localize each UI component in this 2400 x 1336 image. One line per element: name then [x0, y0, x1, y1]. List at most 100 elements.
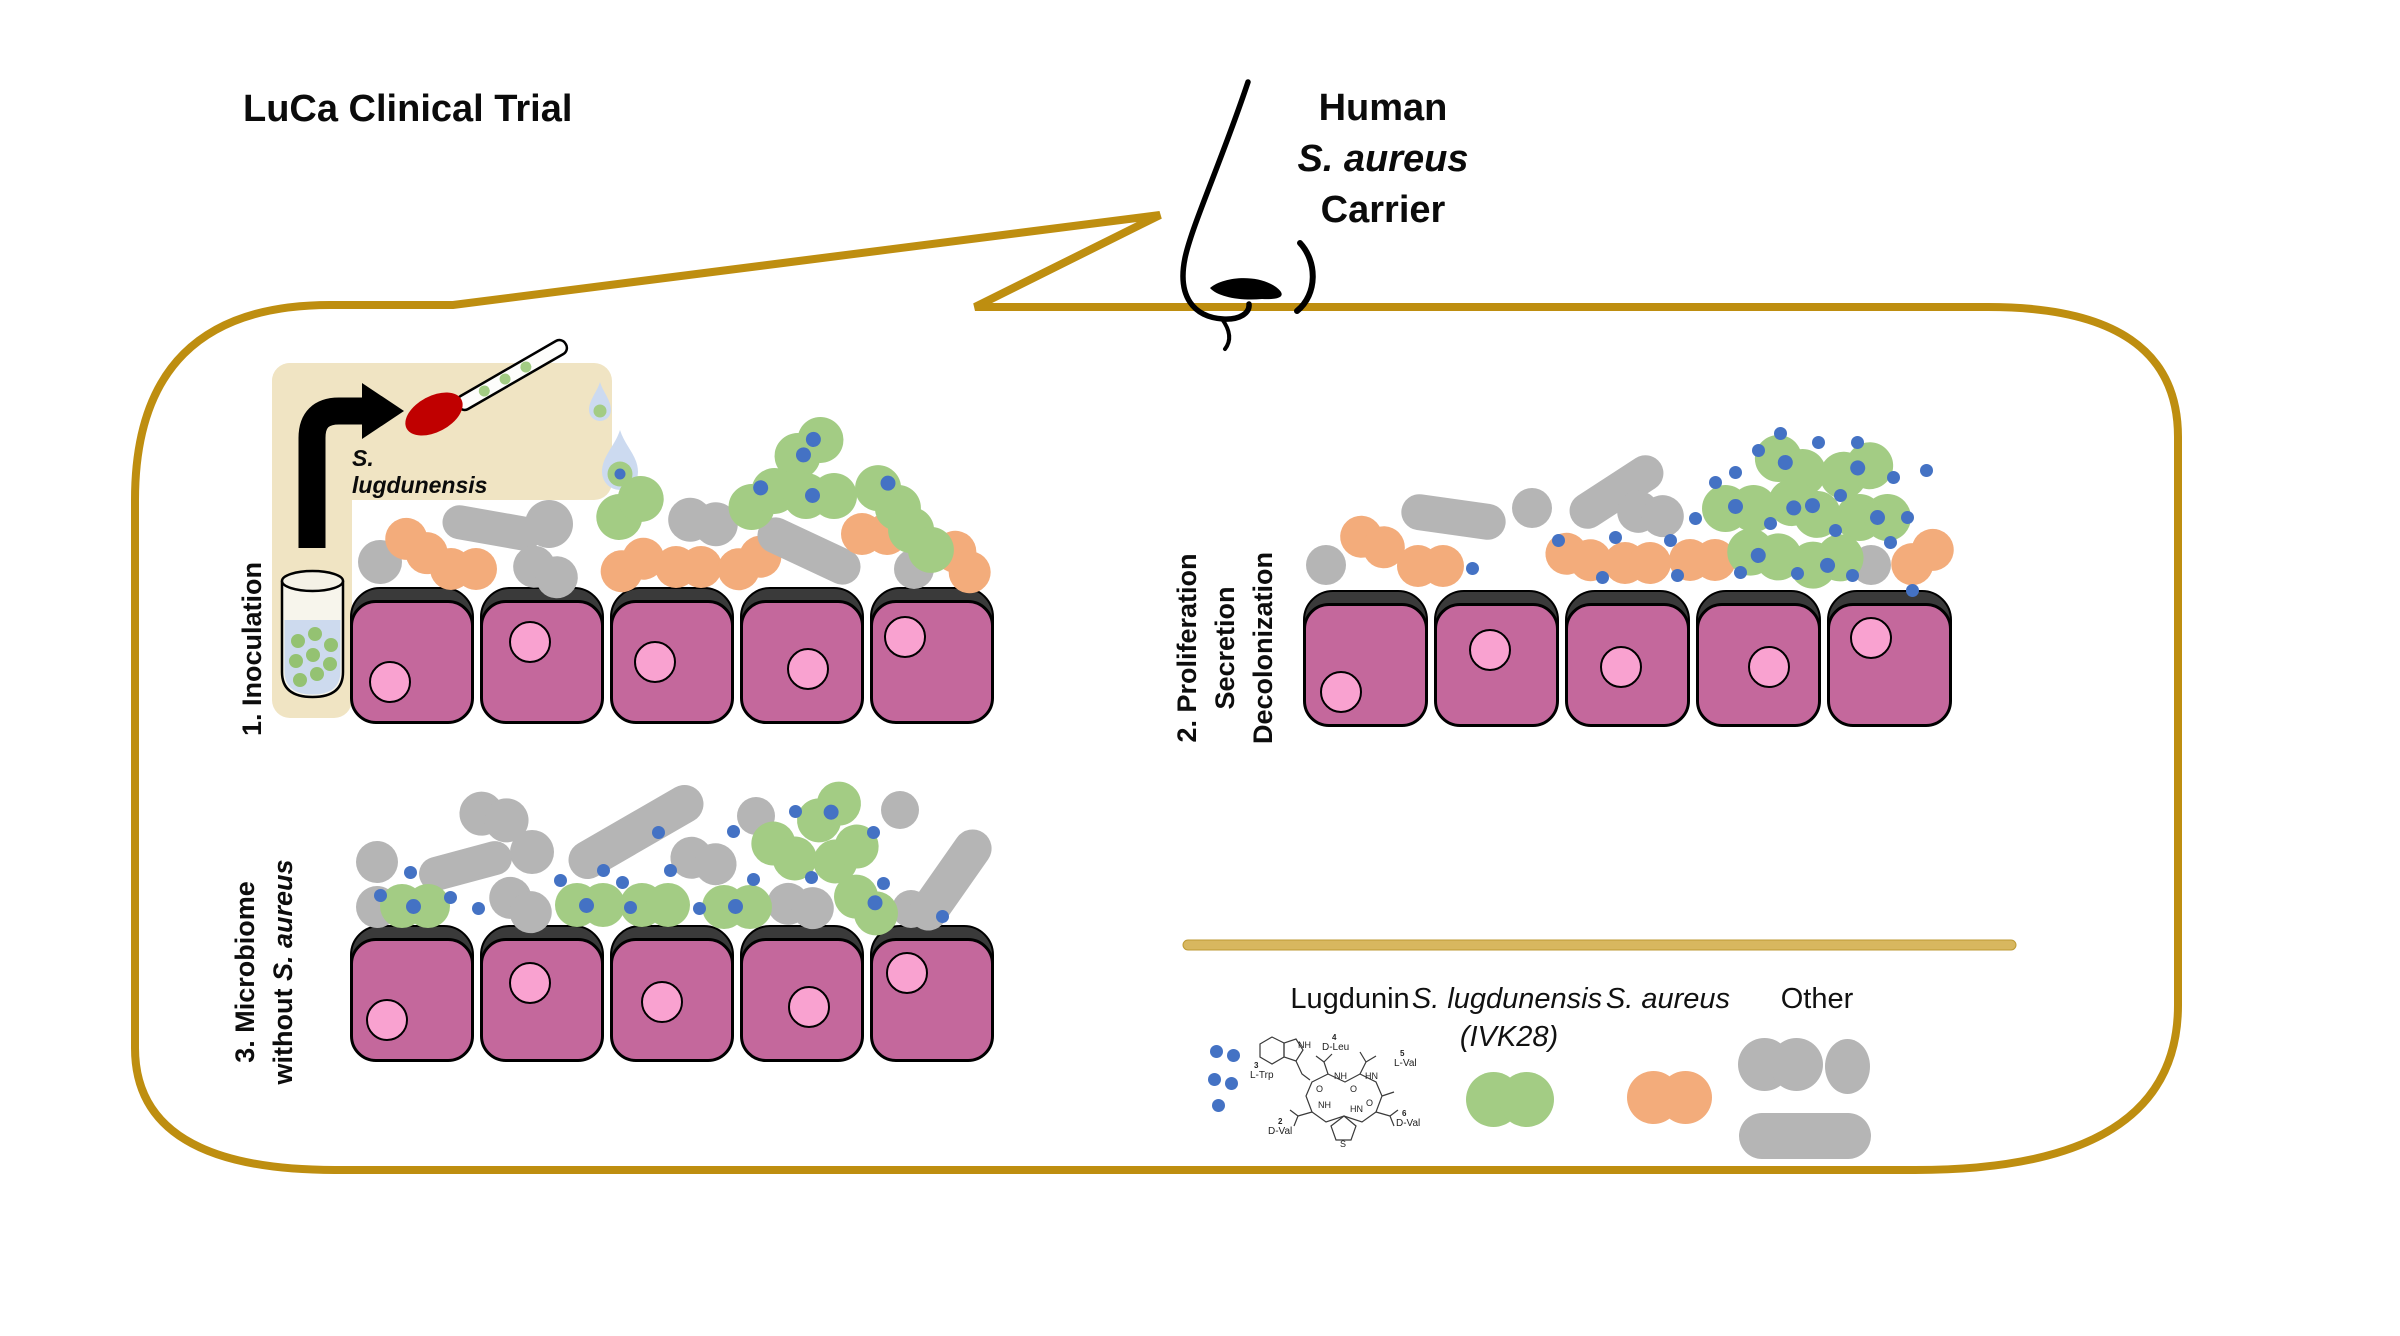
legend-label-s-aureus: S. aureus — [1605, 983, 1731, 1015]
panel3-label: 3. Microbiome without S. aureus — [226, 762, 302, 1182]
bacterium-orange-diplococcus — [1396, 545, 1464, 587]
lugdunin-dot — [727, 898, 743, 914]
lugdunin-dot — [1886, 470, 1900, 484]
inset-species-label: S. lugdunensis — [352, 445, 488, 498]
panel2-label: 2. Proliferation Secretion Decolonizatio… — [1168, 438, 1282, 858]
panel2-label-line2: Secretion — [1210, 586, 1240, 710]
lugdunin-dot — [1845, 568, 1859, 582]
epithelial-cell — [1827, 603, 1952, 727]
bacterium-gray-coccus — [356, 841, 398, 883]
cell-nucleus — [787, 648, 830, 691]
lugdunin-dot — [1226, 1048, 1240, 1062]
lugdunin-dot — [578, 897, 594, 913]
panel3-label-line2: without S. aureus — [268, 859, 298, 1085]
bacterium-green-diplococcus — [380, 884, 450, 928]
bacterium-gray-coccus — [510, 830, 554, 874]
diplococcus-lobe — [646, 883, 690, 927]
epithelial-cell — [480, 600, 604, 724]
bacterium-gray-coccus — [1824, 1038, 1870, 1094]
lugdunin-dot — [1207, 1072, 1221, 1086]
bacterium-green-diplococcus — [1701, 484, 1777, 532]
bacterium-green-diplococcus — [702, 885, 772, 929]
lugdunin-dot — [1790, 566, 1804, 580]
svg-text:3: 3 — [1254, 1061, 1259, 1070]
cell-nucleus — [886, 951, 929, 994]
svg-text:O: O — [1350, 1084, 1357, 1094]
lugdunin-dot — [1595, 570, 1609, 584]
svg-text:D-Leu: D-Leu — [1322, 1042, 1349, 1053]
lugdunin-dot — [1211, 1098, 1225, 1112]
figure-title: LuCa Clinical Trial — [243, 88, 573, 130]
svg-text:D-Val: D-Val — [1268, 1126, 1292, 1137]
lugdunin-dot — [1733, 565, 1747, 579]
panel2-label-line3: Decolonization — [1248, 552, 1278, 745]
lugdunin-dot — [804, 487, 820, 503]
legend-separator — [1182, 939, 2017, 951]
diplococcus-lobe — [1658, 1070, 1712, 1124]
epithelial-cell — [350, 600, 474, 724]
lugdunin-dot — [1833, 488, 1847, 502]
carrier-line-3: Carrier — [1320, 189, 1446, 231]
cell-nucleus — [1319, 671, 1362, 714]
lugdunin-dot — [1209, 1044, 1223, 1058]
lugdunin-dot — [746, 872, 760, 886]
svg-text:NH: NH — [1318, 1100, 1331, 1110]
legend-label-lugdunin: Lugdunin — [1290, 983, 1410, 1015]
svg-text:O: O — [1366, 1098, 1373, 1108]
cell-nucleus — [641, 981, 684, 1024]
diplococcus-lobe — [679, 546, 722, 588]
epithelial-cell — [870, 938, 994, 1062]
carrier-line-1: Human — [1318, 87, 1448, 129]
bacterium-orange-diplococcus — [1626, 1070, 1712, 1124]
lugdunin-dot — [804, 870, 818, 884]
lugdunin-dot — [1773, 426, 1787, 440]
svg-text:D-Val: D-Val — [1396, 1118, 1420, 1129]
svg-text:S: S — [1340, 1139, 1346, 1149]
diplococcus-lobe — [1628, 542, 1671, 584]
svg-text:HN: HN — [1365, 1071, 1378, 1081]
lugdunin-dot — [1763, 516, 1777, 530]
cell-nucleus — [788, 986, 831, 1029]
lugdunin-dot — [471, 901, 485, 915]
cell-nucleus — [508, 961, 551, 1004]
lugdunin-dot — [876, 876, 890, 890]
lugdunin-dot — [1828, 523, 1842, 537]
bacterium-gray-rod — [1739, 1113, 1871, 1159]
svg-text:HN: HN — [1350, 1104, 1363, 1114]
bacterium-gray-coccus — [1512, 488, 1552, 528]
lugdunin-dot — [663, 863, 677, 877]
lugdunin-dot — [403, 865, 417, 879]
svg-text:6: 6 — [1402, 1109, 1407, 1118]
lugdunin-dot — [726, 824, 740, 838]
lugdunin-dot — [1850, 435, 1864, 449]
lugdunin-dot — [1728, 465, 1742, 479]
cell-nucleus — [1849, 616, 1892, 659]
lugdunin-dot — [1551, 533, 1565, 547]
lugdunin-dot — [553, 873, 567, 887]
diplococcus-lobe — [1769, 1037, 1823, 1091]
svg-text:L-Trp: L-Trp — [1250, 1070, 1274, 1081]
lugdunin-dot — [1900, 510, 1914, 524]
carrier-label: Human S. aureus Carrier — [1283, 83, 1483, 236]
legend-label-other: Other — [1780, 983, 1854, 1015]
lugdunin-dot — [788, 804, 802, 818]
svg-text:5: 5 — [1400, 1049, 1405, 1058]
cell-nucleus — [366, 998, 409, 1041]
lugdunin-dot — [1670, 568, 1684, 582]
lugdunin-dot — [405, 898, 421, 914]
svg-text:4: 4 — [1332, 1033, 1337, 1042]
diplococcus-lobe — [454, 548, 497, 590]
lugdunin-dot — [596, 863, 610, 877]
lugdunin-dot — [373, 888, 387, 902]
bacterium-gray-rod — [1398, 491, 1508, 543]
svg-text:NH: NH — [1298, 1040, 1311, 1050]
cell-nucleus — [508, 621, 551, 664]
bacterium-green-diplococcus — [1835, 493, 1911, 541]
svg-text:O: O — [1316, 1084, 1323, 1094]
cell-nucleus — [883, 616, 926, 659]
cell-nucleus — [1469, 629, 1512, 672]
cell-nucleus — [1747, 646, 1790, 689]
legend-label-ivk28: (IVK28) — [1459, 1021, 1559, 1053]
epithelial-cell — [1303, 603, 1428, 727]
